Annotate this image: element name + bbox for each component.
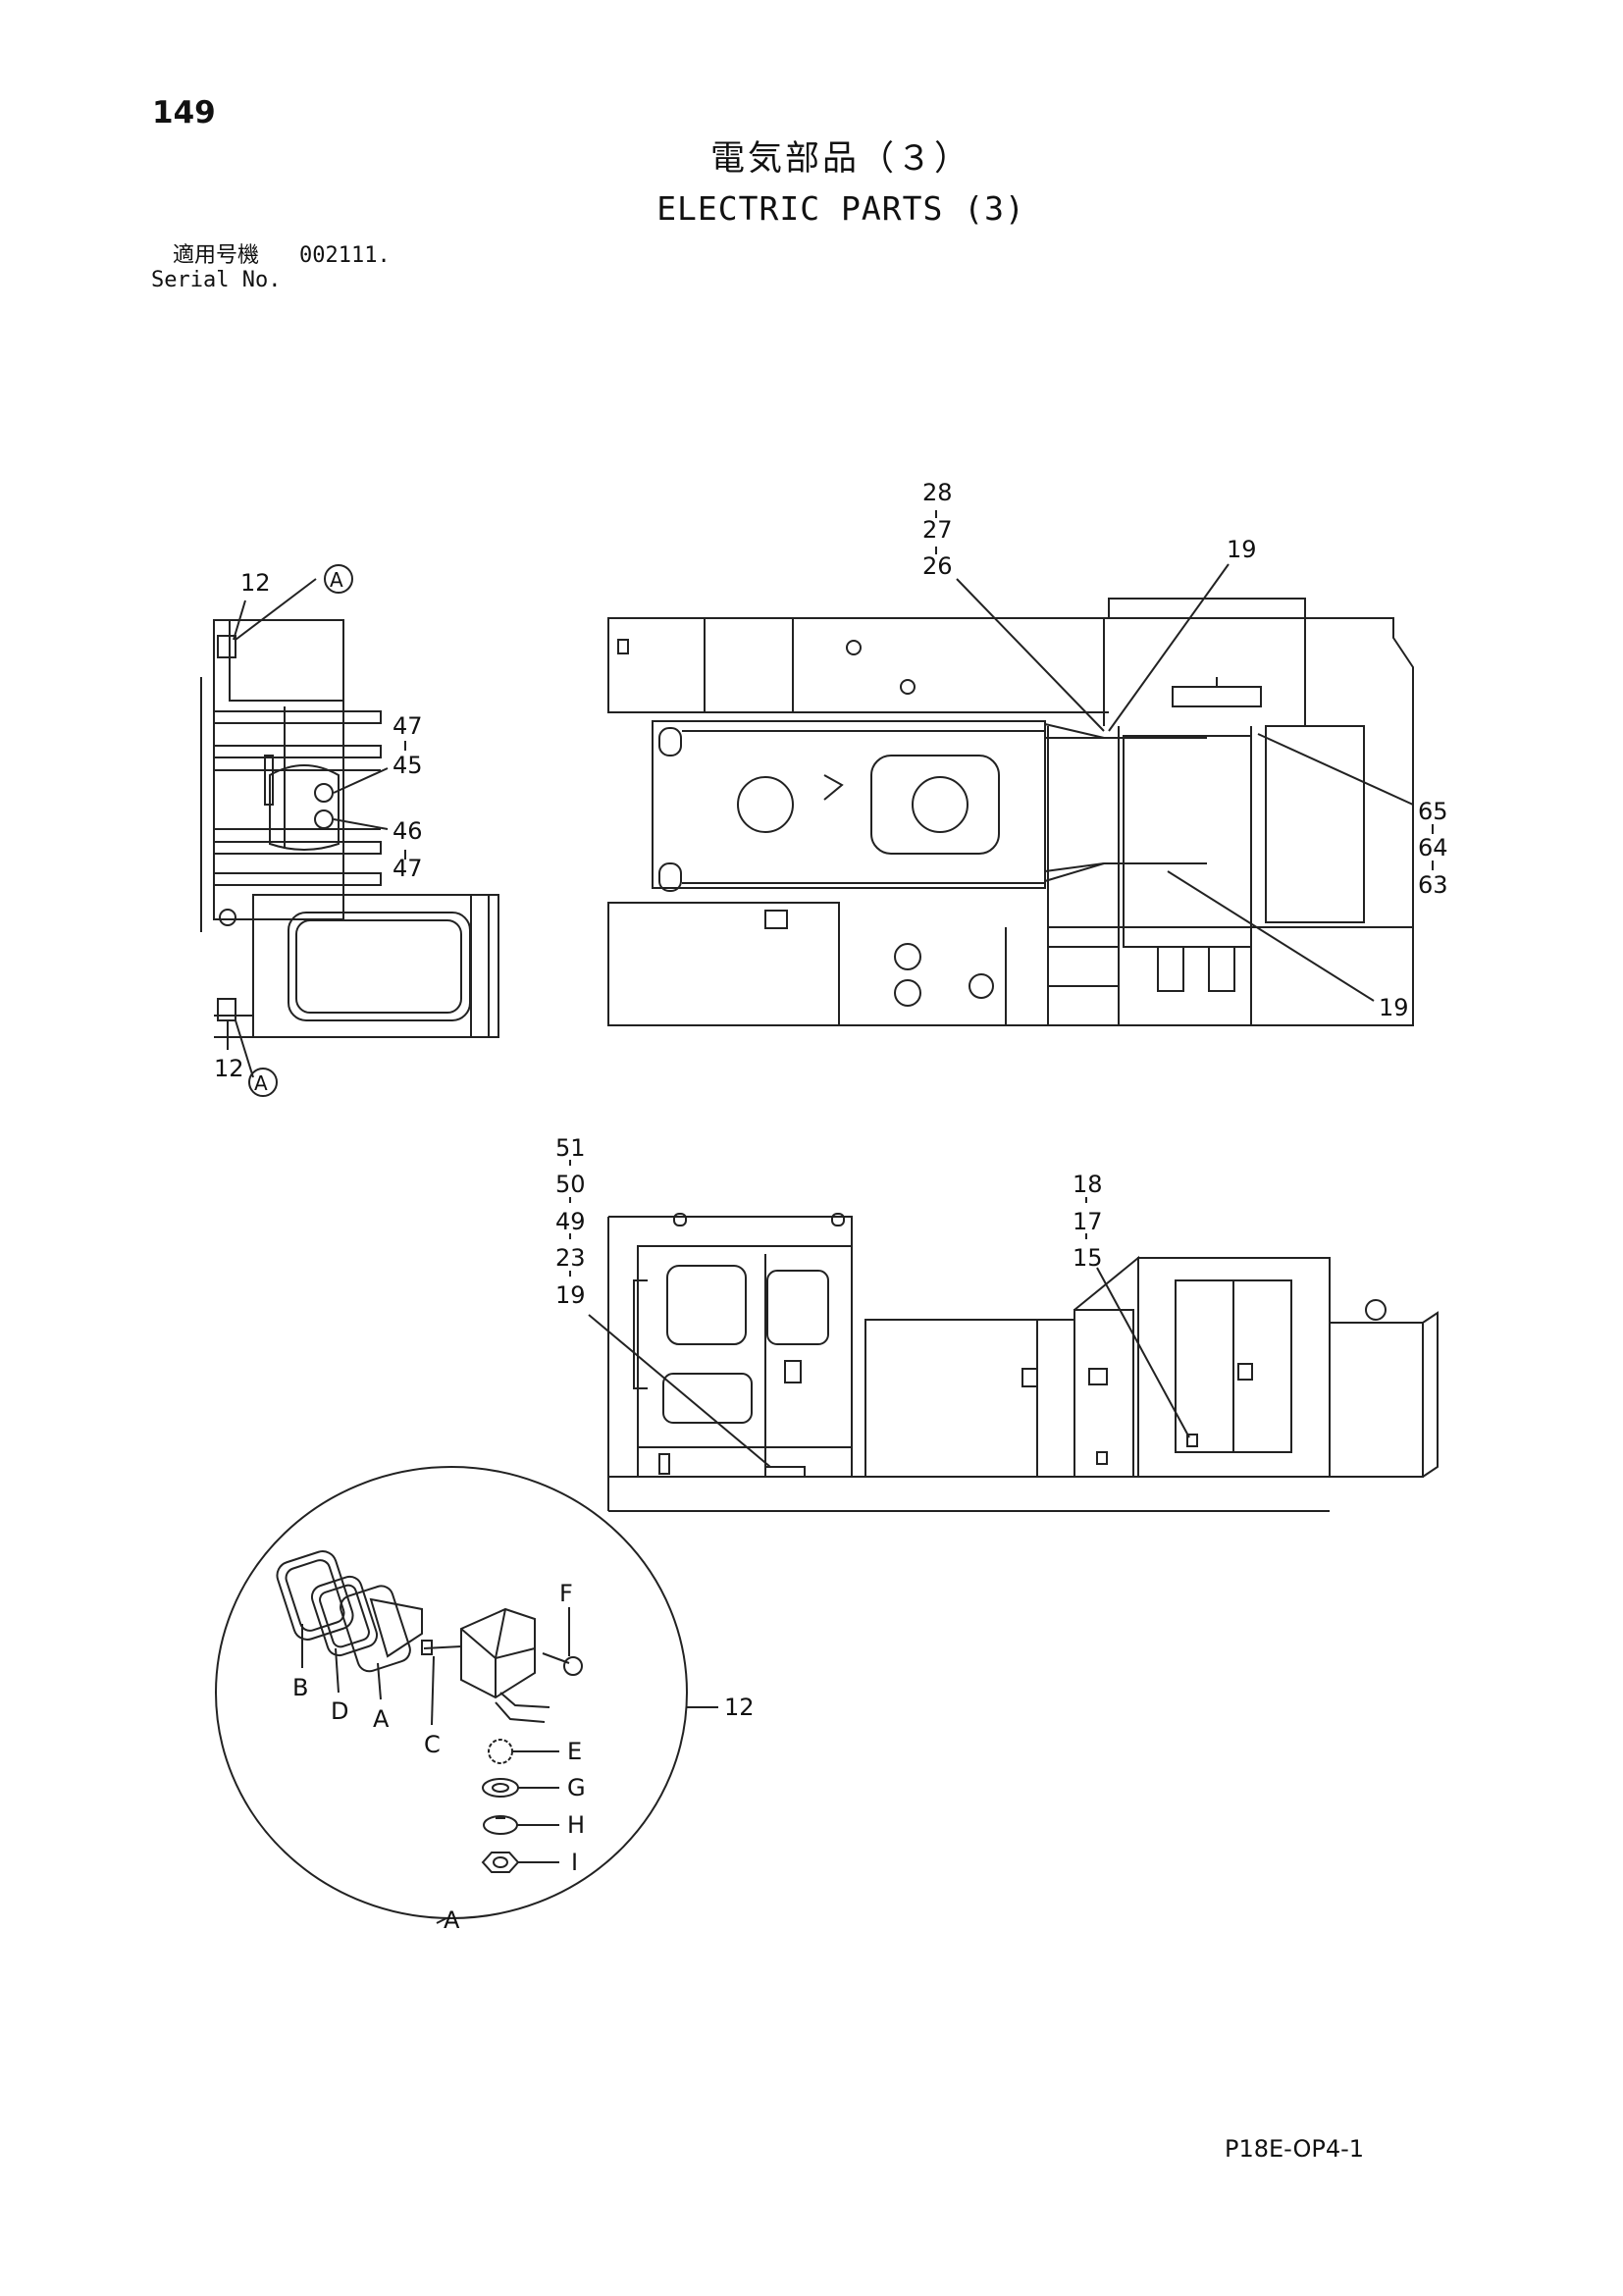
callout-51: 51	[555, 1134, 586, 1162]
callout-46: 46	[393, 817, 423, 845]
lamp-icon	[314, 809, 334, 829]
callout-64: 64	[1418, 834, 1448, 861]
page-code: P18E-OP4-1	[1225, 2135, 1365, 2163]
callout-19: 19	[1227, 536, 1257, 563]
lamp-icon	[217, 998, 236, 1021]
callout-15: 15	[1073, 1244, 1103, 1272]
callout-19c: 19	[555, 1281, 586, 1309]
callout-c: C	[424, 1731, 441, 1758]
callout-ref-a2: A	[254, 1071, 268, 1095]
callout-i: I	[571, 1849, 578, 1876]
top-view	[607, 598, 1414, 1026]
left-view	[200, 619, 499, 1038]
callout-a: A	[373, 1705, 390, 1733]
callout-47: 47	[393, 712, 423, 740]
callout-12-detail: 12	[724, 1694, 755, 1721]
serial-number-value: 002111.	[299, 243, 391, 268]
detail-label-a: A	[444, 1906, 460, 1934]
callout-12b: 12	[214, 1055, 244, 1082]
callout-27: 27	[922, 516, 953, 544]
callout-63: 63	[1418, 871, 1448, 899]
page-title-japanese: 電気部品（３）	[709, 139, 971, 179]
serial-label-english: Serial No.	[151, 268, 282, 292]
lamp-icon	[314, 783, 334, 803]
callout-23: 23	[555, 1244, 586, 1272]
callout-50: 50	[555, 1171, 586, 1198]
callout-19b: 19	[1379, 994, 1409, 1021]
callout-h: H	[567, 1811, 585, 1839]
callout-f: F	[559, 1580, 573, 1607]
callout-17: 17	[1073, 1208, 1103, 1235]
lamp-icon	[217, 635, 236, 658]
side-view	[607, 1213, 1439, 1512]
callout-45: 45	[393, 752, 423, 779]
callout-18: 18	[1073, 1171, 1103, 1198]
callout-65: 65	[1418, 798, 1448, 825]
callout-g: G	[567, 1774, 586, 1801]
serial-label-japanese: 適用号機	[173, 243, 260, 268]
callout-ref-a: A	[330, 568, 343, 592]
page-number: 149	[152, 95, 216, 130]
callout-28: 28	[922, 479, 953, 506]
callout-49: 49	[555, 1208, 586, 1235]
callout-26: 26	[922, 552, 953, 580]
callout-47b: 47	[393, 855, 423, 882]
page-title-english: ELECTRIC PARTS (3)	[656, 189, 1025, 228]
detail-a	[215, 1466, 718, 1924]
callout-e: E	[567, 1738, 582, 1765]
callout-12: 12	[240, 569, 271, 597]
callout-b: B	[292, 1674, 308, 1701]
callout-d: D	[331, 1697, 348, 1725]
